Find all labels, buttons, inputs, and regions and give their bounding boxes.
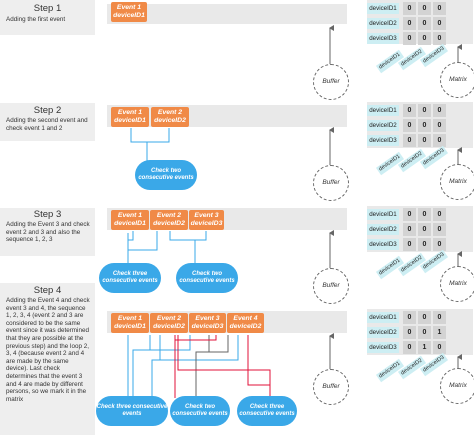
matrix-cell: 0 — [418, 119, 431, 132]
matrix-cell: 0 — [433, 311, 446, 324]
check-two-step4: Check two consecutive events — [170, 396, 230, 426]
matrix-row-label: deviceID1 — [367, 209, 399, 220]
matrix-cell: 0 — [403, 238, 416, 251]
matrix-cell: 0 — [433, 2, 446, 15]
step1-title: Step 1 — [33, 3, 62, 14]
buffer-circle-4: Buffer — [313, 369, 349, 405]
step3-description: Adding the Event 3 and check event 2 and… — [6, 221, 90, 244]
matrix-cell: 0 — [433, 208, 446, 221]
matrix-row-label: deviceID2 — [367, 327, 399, 338]
matrix-circle-2: Matrix — [440, 164, 474, 200]
matrix-cell: 0 — [403, 311, 416, 324]
matrix-cell: 0 — [418, 326, 431, 339]
matrix-cell: 0 — [403, 223, 416, 236]
matrix-circle-4: Matrix — [440, 368, 474, 404]
matrix-row-label: deviceID3 — [367, 239, 399, 250]
matrix-cell: 0 — [418, 2, 431, 15]
check-three-step3: Check three consecutive events — [99, 263, 161, 293]
matrix-cell: 0 — [418, 17, 431, 30]
matrix-cell: 0 — [433, 238, 446, 251]
matrix-row-label: deviceID2 — [367, 120, 399, 131]
matrix-row-label: deviceID3 — [367, 33, 399, 44]
matrix-row-label: deviceID1 — [367, 105, 399, 116]
matrix-cell: 0 — [403, 32, 416, 45]
matrix-row-label: deviceID2 — [367, 224, 399, 235]
step4-description: Adding the Event 4 and check event 3 and… — [6, 297, 90, 403]
matrix-row-label: deviceID1 — [367, 3, 399, 14]
matrix-row-label: deviceID3 — [367, 135, 399, 146]
matrix-row-label: deviceID2 — [367, 18, 399, 29]
step2-panel — [0, 103, 95, 141]
matrix-cell: 0 — [418, 32, 431, 45]
step1-panel — [0, 0, 95, 35]
buffer-circle-2: Buffer — [313, 165, 349, 201]
matrix-cell: 0 — [418, 223, 431, 236]
matrix-cell: 0 — [433, 32, 446, 45]
matrix-cell: 0 — [433, 134, 446, 147]
step2-description: Adding the second event and check event … — [6, 117, 88, 132]
matrix-cell: 0 — [403, 119, 416, 132]
matrix-cell: 0 — [433, 119, 446, 132]
matrix-row-label: deviceID3 — [367, 342, 399, 353]
matrix-cell: 0 — [403, 134, 416, 147]
matrix-cell: 0 — [403, 2, 416, 15]
buffer-circle-1: Buffer — [313, 64, 349, 100]
matrix-cell: 1 — [433, 326, 446, 339]
step3-title: Step 3 — [33, 209, 62, 220]
matrix-col-label: deviceID3 — [419, 352, 449, 377]
matrix-col-label: deviceID3 — [419, 43, 449, 68]
check-three-step4-a: Check three consecutive events — [96, 396, 168, 426]
matrix-row-label: deviceID1 — [367, 312, 399, 323]
step3-panel — [0, 208, 95, 256]
matrix-circle-1: Matrix — [440, 62, 474, 98]
check-two-step3: Check two consecutive events — [176, 263, 238, 293]
buffer-circle-3: Buffer — [313, 268, 349, 304]
matrix-cell: 0 — [433, 104, 446, 117]
matrix-cell: 0 — [433, 341, 446, 354]
matrix-cell: 0 — [433, 223, 446, 236]
matrix-cell: 0 — [403, 341, 416, 354]
check-three-step4-b: Check three consecutive events — [237, 396, 297, 426]
matrix-cell: 0 — [403, 17, 416, 30]
matrix-cell: 0 — [418, 238, 431, 251]
buffer-bar-1 — [107, 4, 347, 24]
matrix-cell: 0 — [418, 104, 431, 117]
matrix-col-label: deviceID3 — [419, 249, 449, 274]
matrix-cell: 1 — [418, 341, 431, 354]
matrix-cell: 0 — [418, 208, 431, 221]
matrix-cell: 0 — [433, 17, 446, 30]
matrix-col-label: deviceID3 — [419, 145, 449, 170]
step4-title: Step 4 — [33, 285, 62, 296]
matrix-cell: 0 — [403, 104, 416, 117]
matrix-cell: 0 — [403, 208, 416, 221]
step2-title: Step 2 — [33, 105, 62, 116]
matrix-cell: 0 — [418, 134, 431, 147]
matrix-circle-3: Matrix — [440, 266, 474, 302]
step1-description: Adding the first event — [6, 16, 66, 23]
check-two-step2: Check two consecutive events — [135, 160, 197, 190]
step4-panel — [0, 283, 95, 435]
matrix-cell: 0 — [403, 326, 416, 339]
matrix-cell: 0 — [418, 311, 431, 324]
